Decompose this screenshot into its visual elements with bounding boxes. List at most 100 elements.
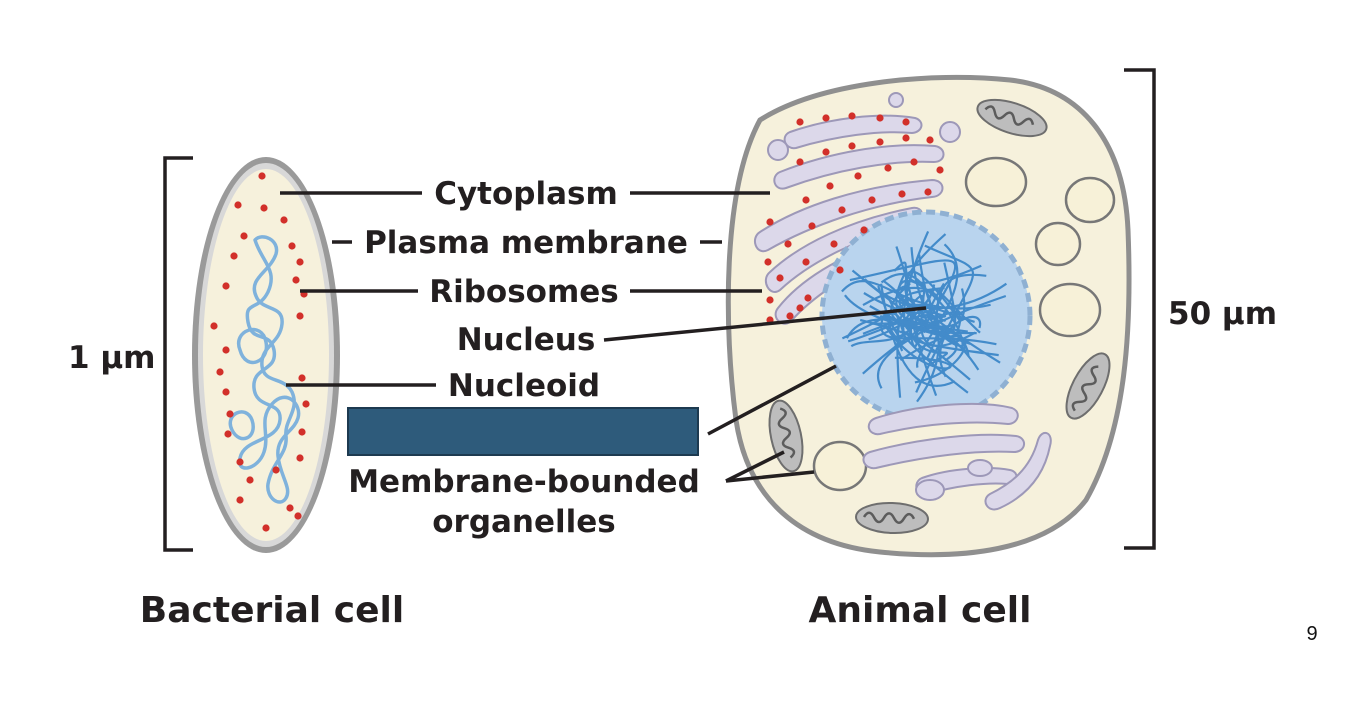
ribosome-dot bbox=[884, 164, 892, 172]
chromatin bbox=[841, 230, 1008, 403]
ribosome-dot bbox=[766, 296, 774, 304]
leader-organelle-1 bbox=[725, 450, 785, 483]
ribosome-dot bbox=[822, 114, 830, 122]
vesicle bbox=[939, 121, 961, 143]
ribosome-dot bbox=[808, 222, 816, 230]
ribosome-dot bbox=[902, 118, 910, 126]
chromatin-strand bbox=[893, 261, 982, 284]
ribosome-dot bbox=[848, 112, 856, 120]
leader-nucleus bbox=[603, 306, 927, 342]
vacuoles bbox=[812, 156, 1116, 492]
ribosome-dot bbox=[216, 368, 224, 376]
ribosome-dot bbox=[766, 218, 774, 226]
ribosome-dot bbox=[784, 240, 792, 248]
ribosome-dot bbox=[826, 182, 834, 190]
ribosome-dot bbox=[222, 388, 230, 396]
ribosome-dot bbox=[234, 201, 242, 209]
ribosome-dot bbox=[294, 512, 302, 520]
hidden-label-box bbox=[347, 407, 699, 456]
label-membrane-bounded: Membrane-bounded bbox=[348, 464, 700, 500]
ribosome-dot bbox=[246, 476, 254, 484]
chromatin-strand bbox=[905, 295, 977, 347]
ribosome-dot bbox=[830, 240, 838, 248]
ribosome-dot bbox=[240, 232, 248, 240]
label-organelles: organelles bbox=[432, 504, 616, 540]
animal-scale-bracket bbox=[1124, 68, 1156, 550]
ribosome-dot bbox=[260, 204, 268, 212]
ribosome-dot bbox=[910, 158, 918, 166]
leader-organelle-2 bbox=[725, 470, 815, 483]
vesicle bbox=[767, 139, 789, 161]
ribosome-dot bbox=[902, 134, 910, 142]
ribosome-dot bbox=[936, 166, 944, 174]
ribosome-dot bbox=[796, 158, 804, 166]
ribosome-dot bbox=[860, 226, 868, 234]
ribosome-dot bbox=[924, 188, 932, 196]
leader-lines bbox=[280, 191, 927, 483]
chromatin-strand bbox=[849, 259, 957, 321]
label-cytoplasm: Cytoplasm bbox=[434, 176, 618, 212]
golgi-apparatus bbox=[862, 402, 1052, 511]
animal-cell bbox=[725, 74, 1132, 558]
chromatin-strand bbox=[905, 294, 1007, 333]
ribosome-dot bbox=[258, 172, 266, 180]
ribosome-dot bbox=[296, 454, 304, 462]
ribosome-dot bbox=[272, 466, 280, 474]
leader-hidden-label bbox=[707, 364, 837, 436]
chromatin-strand bbox=[863, 278, 947, 319]
bacterial-cell-title: Bacterial cell bbox=[140, 590, 404, 631]
mitochondria bbox=[768, 98, 1111, 535]
ribosome-dot bbox=[296, 258, 304, 266]
ribosome-dot bbox=[298, 374, 306, 382]
bacterial-scale-label: 1 μm bbox=[68, 340, 155, 376]
nucleoid-dna bbox=[237, 235, 301, 504]
ribosome-dot bbox=[230, 252, 238, 260]
chromatin-strand bbox=[904, 316, 948, 365]
ribosome-dot bbox=[210, 322, 218, 330]
nucleoid-dna-loop bbox=[228, 327, 269, 441]
ribosome-dot bbox=[292, 276, 300, 284]
label-nucleoid: Nucleoid bbox=[448, 368, 600, 404]
bacterial-ribosomes bbox=[210, 172, 310, 532]
ribosome-dot bbox=[838, 206, 846, 214]
page-number: 9 bbox=[1306, 623, 1317, 645]
ribosome-dot bbox=[876, 138, 884, 146]
chromatin-strand bbox=[896, 303, 975, 398]
ribosome-dot bbox=[298, 428, 306, 436]
ribosome-dot bbox=[226, 410, 234, 418]
bacterial-cell bbox=[192, 157, 340, 553]
ribosome-dot bbox=[796, 304, 804, 312]
chromatin-strand bbox=[851, 262, 957, 335]
ribosome-dot bbox=[802, 196, 810, 204]
ribosome-dot bbox=[224, 430, 232, 438]
ribosome-dot bbox=[876, 114, 884, 122]
chromatin-strand bbox=[883, 230, 930, 331]
ribosome-dot bbox=[236, 458, 244, 466]
ribosome-dot bbox=[776, 274, 784, 282]
ribosome-dot bbox=[868, 196, 876, 204]
bacterial-scale-bracket bbox=[163, 156, 193, 552]
chromatin-strand bbox=[897, 279, 964, 352]
ribosome-dot bbox=[236, 496, 244, 504]
ribosome-dot bbox=[302, 400, 310, 408]
ribosome-dot bbox=[848, 142, 856, 150]
ribosome-dot bbox=[222, 282, 230, 290]
ribosome-dot bbox=[898, 190, 906, 198]
label-ribosomes: Ribosomes bbox=[429, 274, 619, 310]
ribosome-dot bbox=[822, 148, 830, 156]
ribosome-dot bbox=[222, 346, 230, 354]
animal-cell-title: Animal cell bbox=[809, 590, 1032, 631]
label-plasma-membrane: Plasma membrane bbox=[364, 225, 688, 261]
label-nucleus: Nucleus bbox=[457, 322, 596, 358]
chromatin-strand bbox=[916, 243, 959, 368]
animal-ribosomes bbox=[764, 112, 944, 324]
ribosome-dot bbox=[854, 172, 862, 180]
animal-scale-label: 50 μm bbox=[1168, 296, 1277, 332]
ribosome-dot bbox=[288, 242, 296, 250]
ribosome-dot bbox=[280, 216, 288, 224]
ribosome-dot bbox=[804, 294, 812, 302]
ribosome-dot bbox=[802, 258, 810, 266]
ribosome-dot bbox=[296, 312, 304, 320]
ribosome-dot bbox=[286, 504, 294, 512]
ribosome-dot bbox=[796, 118, 804, 126]
